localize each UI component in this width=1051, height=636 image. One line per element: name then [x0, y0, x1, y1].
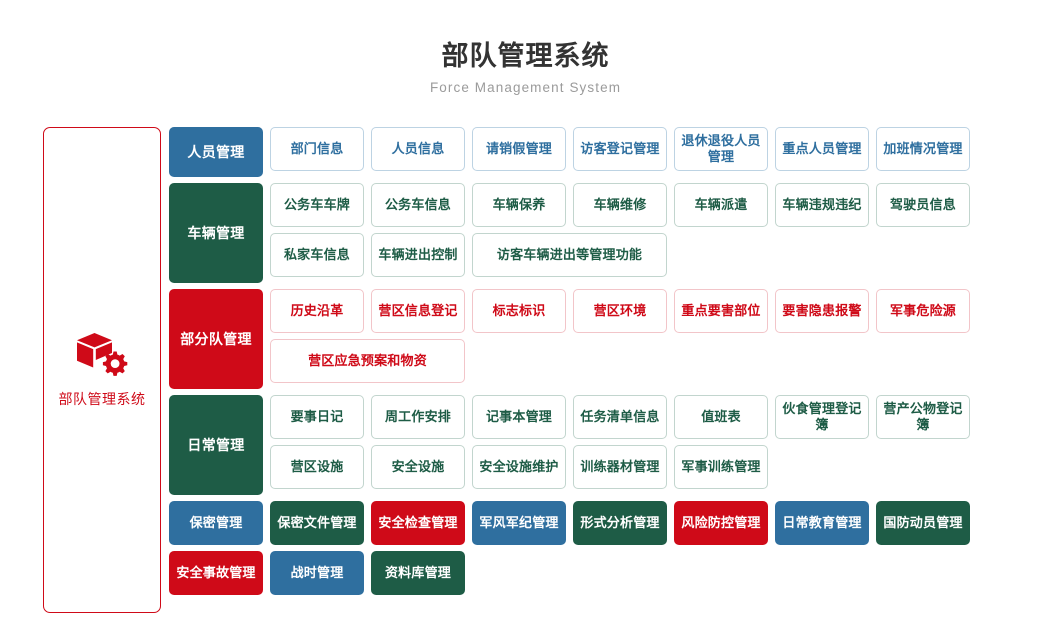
module-grid: 人员管理 部门信息 人员信息 请销假管理 访客登记管理 退休退役人员管理 重点人…: [169, 127, 1039, 607]
sidebar-logo-panel[interactable]: 部队管理系统: [43, 127, 161, 613]
module-tile[interactable]: 公务车信息: [371, 183, 465, 227]
module-tile[interactable]: 驾驶员信息: [876, 183, 970, 227]
page-subtitle: Force Management System: [429, 80, 622, 95]
module-tile[interactable]: 人员信息: [371, 127, 465, 171]
module-tile[interactable]: 国防动员管理: [876, 501, 970, 545]
module-tile[interactable]: 军事训练管理: [674, 445, 768, 489]
module-tile[interactable]: 风险防控管理: [674, 501, 768, 545]
module-tile[interactable]: 值班表: [674, 395, 768, 439]
module-tile[interactable]: 公务车车牌: [270, 183, 364, 227]
module-tile[interactable]: 重点要害部位: [674, 289, 768, 333]
module-tile[interactable]: 营区应急预案和物资: [270, 339, 465, 383]
category-row-unit: 部分队管理 历史沿革 营区信息登记 标志标识 营区环境 重点要害部位 要害隐患报…: [169, 289, 1039, 389]
category-row-personnel: 人员管理 部门信息 人员信息 请销假管理 访客登记管理 退休退役人员管理 重点人…: [169, 127, 1039, 177]
module-tile[interactable]: 私家车信息: [270, 233, 364, 277]
module-tile[interactable]: 日常教育管理: [775, 501, 869, 545]
module-tile[interactable]: 安全检查管理: [371, 501, 465, 545]
module-tile[interactable]: 请销假管理: [472, 127, 566, 171]
category-label-unit[interactable]: 部分队管理: [169, 289, 263, 389]
module-tile[interactable]: 访客车辆进出等管理功能: [472, 233, 667, 277]
module-tile[interactable]: 营区信息登记: [371, 289, 465, 333]
category-label-vehicle[interactable]: 车辆管理: [169, 183, 263, 283]
category-items-vehicle: 公务车车牌 公务车信息 车辆保养 车辆维修 车辆派遣 车辆违规违纪 驾驶员信息 …: [270, 183, 1039, 283]
category-items-unit: 历史沿革 营区信息登记 标志标识 营区环境 重点要害部位 要害隐患报警 军事危险…: [270, 289, 1039, 389]
bottom-tiles-row: 保密管理 保密文件管理 安全检查管理 军风军纪管理 形式分析管理 风险防控管理 …: [169, 501, 1039, 601]
category-label-personnel[interactable]: 人员管理: [169, 127, 263, 177]
category-row-daily: 日常管理 要事日记 周工作安排 记事本管理 任务清单信息 值班表 伙食管理登记簿…: [169, 395, 1039, 495]
bottom-tiles: 保密管理 保密文件管理 安全检查管理 军风军纪管理 形式分析管理 风险防控管理 …: [169, 501, 1039, 601]
module-tile[interactable]: 军风军纪管理: [472, 501, 566, 545]
module-tile[interactable]: 车辆违规违纪: [775, 183, 869, 227]
module-tile[interactable]: 车辆保养: [472, 183, 566, 227]
board: 部队管理系统 人员管理 部门信息 人员信息 请销假管理 访客登记管理 退休退役人…: [0, 127, 1051, 613]
module-tile[interactable]: 形式分析管理: [573, 501, 667, 545]
module-tile[interactable]: 车辆派遣: [674, 183, 768, 227]
module-tile[interactable]: 访客登记管理: [573, 127, 667, 171]
module-tile[interactable]: 周工作安排: [371, 395, 465, 439]
module-tile[interactable]: 记事本管理: [472, 395, 566, 439]
module-tile[interactable]: 伙食管理登记簿: [775, 395, 869, 439]
module-tile[interactable]: 保密文件管理: [270, 501, 364, 545]
module-tile[interactable]: 退休退役人员管理: [674, 127, 768, 171]
module-tile[interactable]: 营区环境: [573, 289, 667, 333]
category-row-vehicle: 车辆管理 公务车车牌 公务车信息 车辆保养 车辆维修 车辆派遣 车辆违规违纪 驾…: [169, 183, 1039, 283]
module-tile[interactable]: 战时管理: [270, 551, 364, 595]
module-tile[interactable]: 任务清单信息: [573, 395, 667, 439]
module-tile[interactable]: 安全事故管理: [169, 551, 263, 595]
module-tile[interactable]: 营产公物登记簿: [876, 395, 970, 439]
module-tile[interactable]: 营区设施: [270, 445, 364, 489]
module-tile[interactable]: 安全设施: [371, 445, 465, 489]
category-items-daily: 要事日记 周工作安排 记事本管理 任务清单信息 值班表 伙食管理登记簿 营产公物…: [270, 395, 1039, 495]
module-tile[interactable]: 要事日记: [270, 395, 364, 439]
module-tile[interactable]: 加班情况管理: [876, 127, 970, 171]
module-tile[interactable]: 车辆维修: [573, 183, 667, 227]
sidebar-logo-label: 部队管理系统: [58, 391, 146, 407]
module-tile[interactable]: 重点人员管理: [775, 127, 869, 171]
module-tile[interactable]: 部门信息: [270, 127, 364, 171]
module-tile[interactable]: 要害隐患报警: [775, 289, 869, 333]
module-tile[interactable]: 军事危险源: [876, 289, 970, 333]
category-items-personnel: 部门信息 人员信息 请销假管理 访客登记管理 退休退役人员管理 重点人员管理 加…: [270, 127, 1039, 177]
cube-gear-icon: [76, 331, 128, 379]
module-tile[interactable]: 训练器材管理: [573, 445, 667, 489]
page-header: 部队管理系统 Force Management System: [0, 0, 1051, 99]
module-tile[interactable]: 车辆进出控制: [371, 233, 465, 277]
module-tile[interactable]: 资料库管理: [371, 551, 465, 595]
category-label-daily[interactable]: 日常管理: [169, 395, 263, 495]
module-tile[interactable]: 安全设施维护: [472, 445, 566, 489]
module-tile[interactable]: 标志标识: [472, 289, 566, 333]
module-tile[interactable]: 保密管理: [169, 501, 263, 545]
page-title: 部队管理系统: [441, 41, 610, 71]
module-tile[interactable]: 历史沿革: [270, 289, 364, 333]
